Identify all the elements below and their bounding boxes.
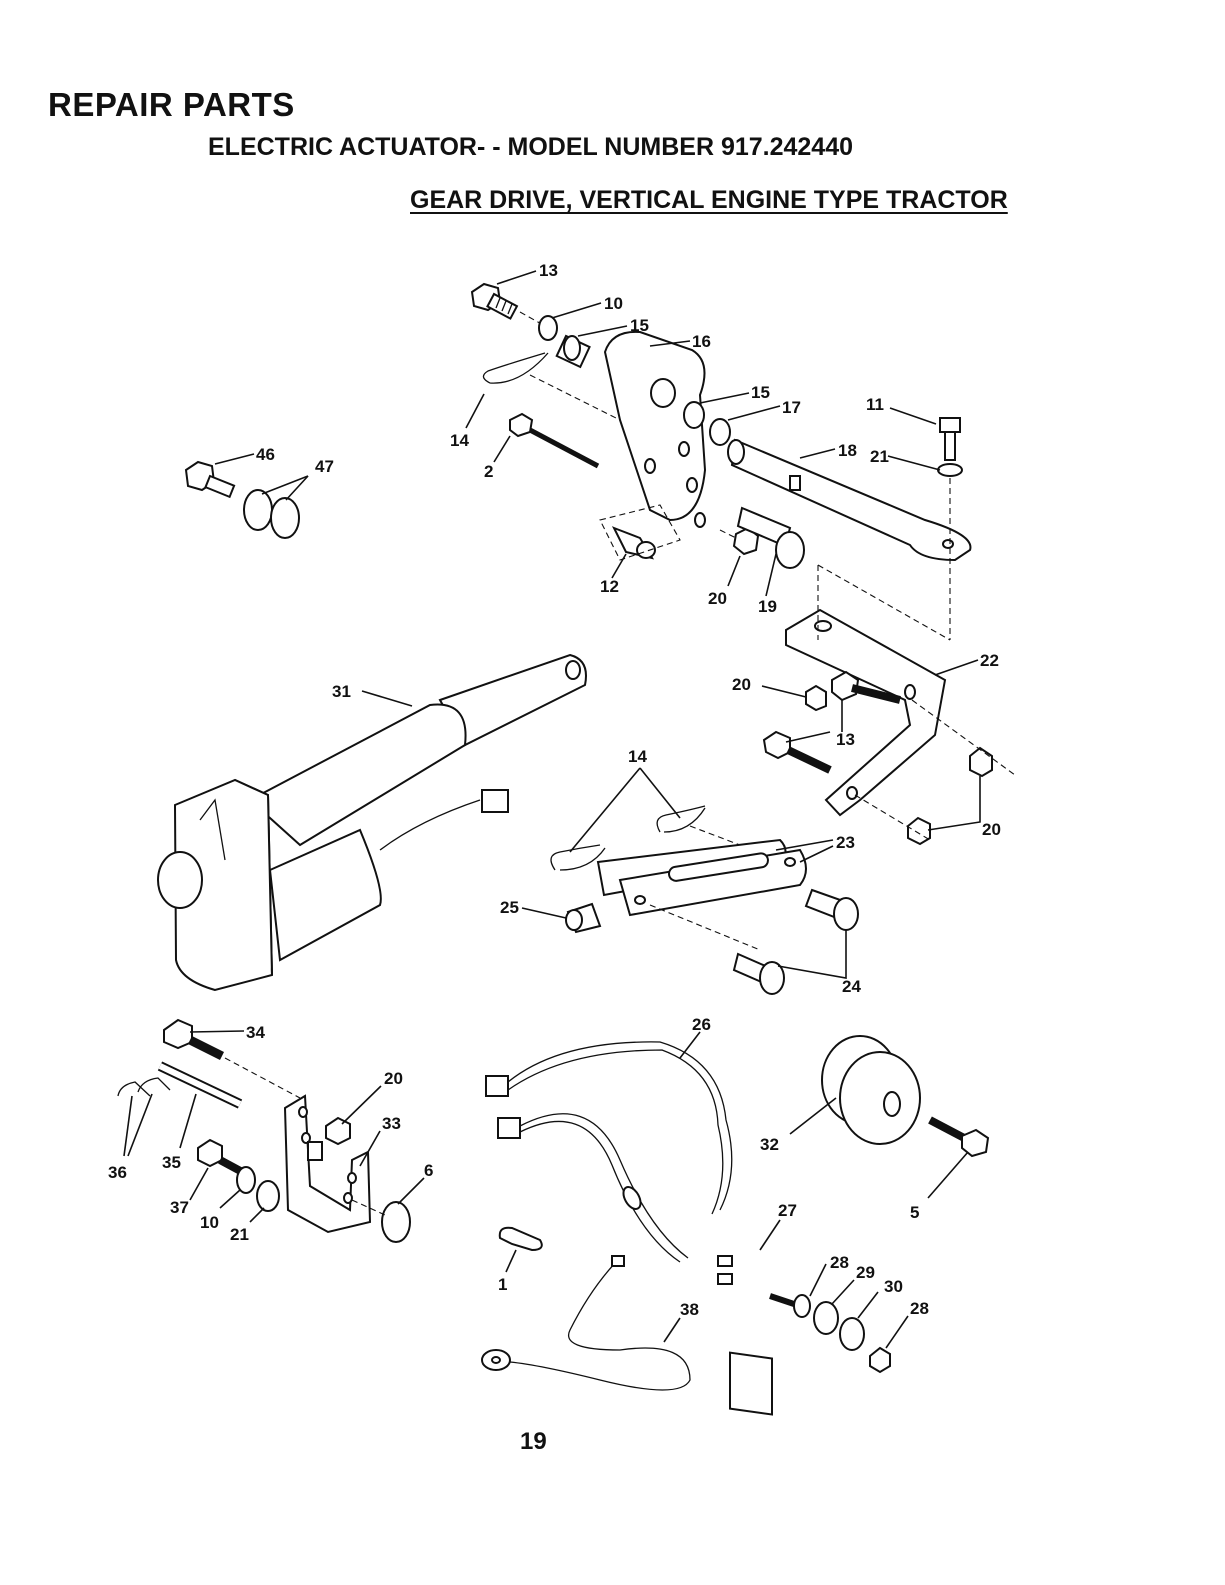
label-31: 31 (332, 682, 351, 701)
label-36: 36 (108, 1163, 127, 1182)
part-21-washer (938, 464, 962, 476)
label-46: 46 (256, 445, 275, 464)
label-25: 25 (500, 898, 519, 917)
label-35: 35 (162, 1153, 181, 1172)
part-30-washer (840, 1318, 864, 1350)
part-16-arm (605, 332, 705, 527)
label-13: 13 (836, 730, 855, 749)
label-16: 16 (692, 332, 711, 351)
part-46-bolt (186, 462, 234, 497)
label-29: 29 (856, 1263, 875, 1282)
part-33-bracket (285, 1096, 370, 1232)
part-14-hairpin (483, 353, 548, 383)
part-47-washer-a (244, 490, 272, 530)
label-38: 38 (680, 1300, 699, 1319)
label-24: 24 (842, 977, 861, 996)
part-13-bolt (472, 284, 517, 319)
part-15-bushing (557, 336, 590, 367)
part-1-clip (500, 1228, 542, 1250)
part-10-lockwasher-b (237, 1167, 255, 1193)
part-24-pin-b (734, 954, 784, 994)
part-31-actuator (158, 655, 586, 990)
part-2-bolt (510, 414, 598, 466)
label-30: 30 (884, 1277, 903, 1296)
label-15: 15 (630, 316, 649, 335)
part-10-lockwasher (539, 316, 557, 340)
part-23-links (598, 840, 806, 915)
label-37: 37 (170, 1198, 189, 1217)
label-33: 33 (382, 1114, 401, 1133)
part-32-bumper (822, 1036, 920, 1144)
label-20: 20 (384, 1069, 403, 1088)
label-32: 32 (760, 1135, 779, 1154)
part-21-washer-b (257, 1181, 279, 1211)
part-29-lockwasher (814, 1302, 838, 1334)
part-11-bolt (940, 418, 960, 460)
part-35-pin (160, 1066, 240, 1104)
part-14-hairpin-c (657, 806, 705, 832)
part-34-bolt (164, 1020, 222, 1056)
part-5-bolt (930, 1120, 988, 1156)
label-28: 28 (910, 1299, 929, 1318)
part-24-pin-a (806, 890, 858, 930)
label-1: 1 (498, 1275, 507, 1294)
label-11: 11 (866, 395, 884, 414)
label-20: 20 (732, 675, 751, 694)
part-22-bracket (786, 610, 945, 815)
part-28-nut-a (794, 1295, 810, 1317)
part-47-washer-b (271, 498, 299, 538)
part-27-switch (718, 1256, 800, 1414)
part-37-bolt (198, 1140, 246, 1174)
page-number: 19 (520, 1428, 547, 1456)
part-20-nut-d (908, 818, 930, 844)
label-17: 17 (782, 398, 801, 417)
label-14: 14 (450, 431, 469, 450)
label-22: 22 (980, 651, 999, 670)
label-14: 14 (628, 747, 647, 766)
label-15: 15 (751, 383, 770, 402)
label-47: 47 (315, 457, 334, 476)
label-21: 21 (870, 447, 889, 466)
label-20: 20 (982, 820, 1001, 839)
label-34: 34 (246, 1023, 265, 1042)
part-20-nut-c (970, 748, 992, 776)
part-25-spacer (566, 904, 600, 932)
label-6: 6 (424, 1161, 433, 1180)
part-13-bolt-c (764, 732, 830, 770)
label-18: 18 (838, 441, 857, 460)
part-14-hairpin-b (551, 845, 605, 870)
label-20: 20 (708, 589, 727, 608)
label-26: 26 (692, 1015, 711, 1034)
part-26-harness (486, 1042, 732, 1262)
part-20-nut-b (806, 686, 826, 710)
part-15-bushing-b (684, 402, 704, 428)
part-38-ground-wire (482, 1256, 690, 1390)
part-12-spacer (614, 528, 655, 558)
label-2: 2 (484, 462, 493, 481)
label-23: 23 (836, 833, 855, 852)
part-17-washer (710, 419, 730, 445)
label-10: 10 (200, 1213, 219, 1232)
label-12: 12 (600, 577, 619, 596)
label-10: 10 (604, 294, 623, 313)
label-13: 13 (539, 261, 558, 280)
part-6-washer (382, 1202, 410, 1242)
part-28-nut-b (870, 1348, 890, 1372)
label-21: 21 (230, 1225, 249, 1244)
label-27: 27 (778, 1201, 797, 1220)
part-20-nut-e (326, 1118, 350, 1144)
part-36-clips (118, 1078, 170, 1096)
label-28: 28 (830, 1253, 849, 1272)
label-19: 19 (758, 597, 777, 616)
label-5: 5 (910, 1203, 919, 1222)
